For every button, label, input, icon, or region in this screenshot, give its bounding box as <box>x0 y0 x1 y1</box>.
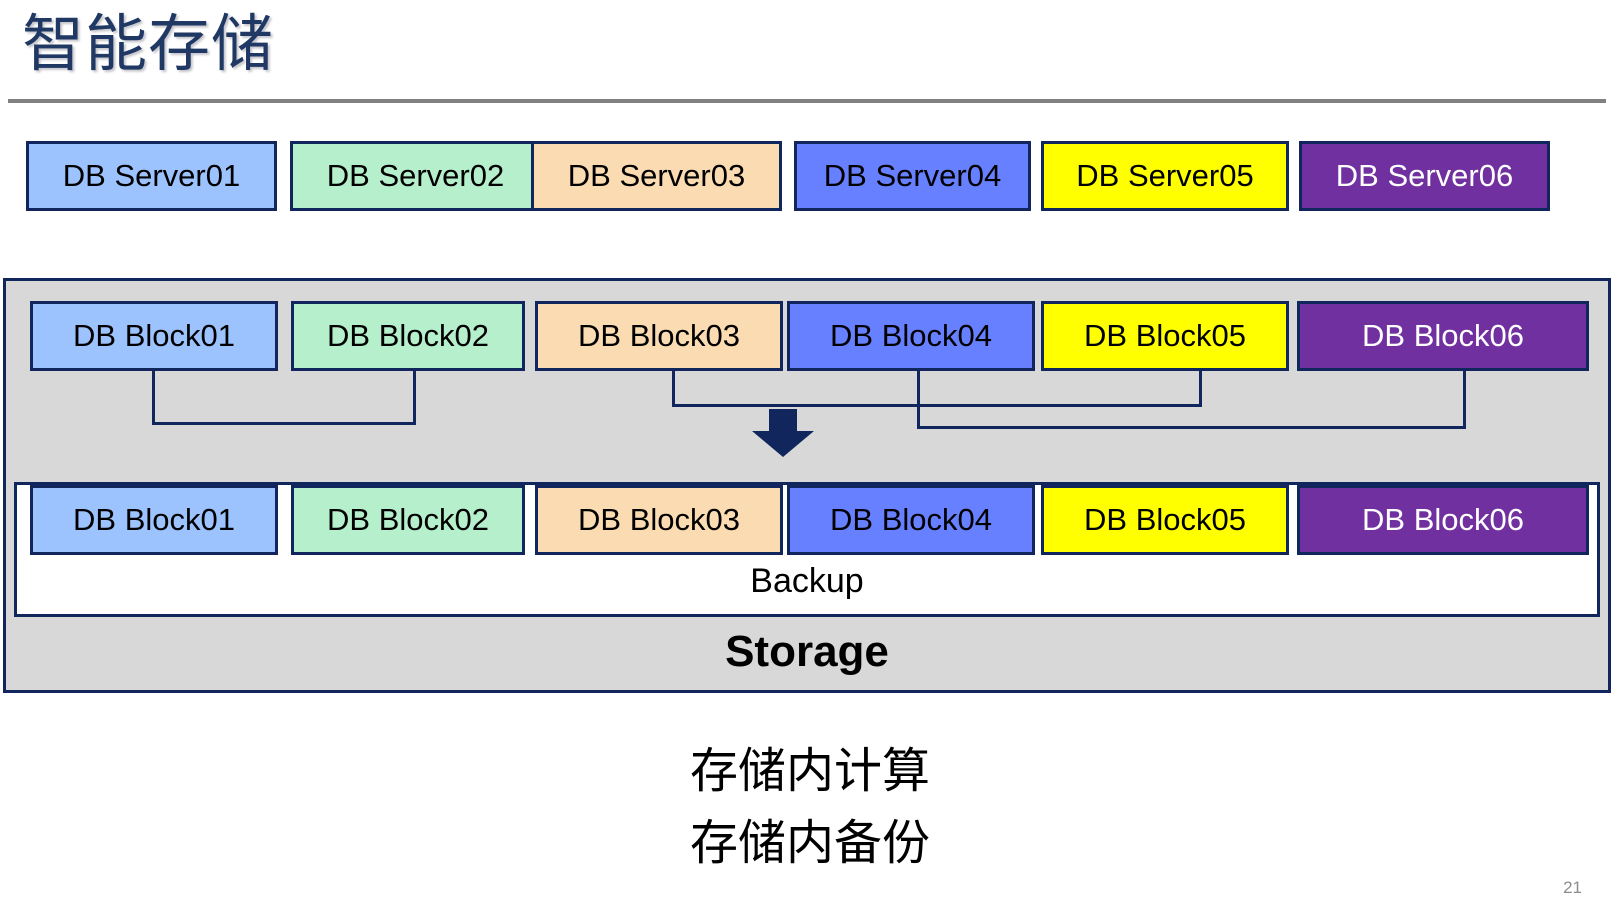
db-block-box-1[interactable]: DB Block01 <box>30 301 278 371</box>
caption-block: 存储内计算 存储内备份 <box>0 736 1620 880</box>
db-server-box-2[interactable]: DB Server02 <box>290 141 541 211</box>
bracket-block04-block06 <box>917 371 1466 429</box>
page-title: 智能存储 <box>22 10 275 79</box>
backup-block-box-3[interactable]: DB Block03 <box>535 485 783 555</box>
backup-block-box-2[interactable]: DB Block02 <box>291 485 525 555</box>
page-number: 21 <box>1563 878 1582 897</box>
db-block-box-4[interactable]: DB Block04 <box>787 301 1035 371</box>
db-block-box-5[interactable]: DB Block05 <box>1041 301 1289 371</box>
storage-label: Storage <box>725 627 889 676</box>
caption-line-2: 存储内备份 <box>689 817 930 870</box>
backup-block-box-4[interactable]: DB Block04 <box>787 485 1035 555</box>
backup-block-box-5[interactable]: DB Block05 <box>1041 485 1289 555</box>
db-server-box-6[interactable]: DB Server06 <box>1299 141 1550 211</box>
down-arrow-icon <box>752 409 814 457</box>
bracket-block01-block02 <box>152 371 416 425</box>
title-divider <box>8 99 1606 103</box>
backup-block-box-1[interactable]: DB Block01 <box>30 485 278 555</box>
db-server-box-4[interactable]: DB Server04 <box>794 141 1031 211</box>
db-block-box-2[interactable]: DB Block02 <box>291 301 525 371</box>
db-block-box-3[interactable]: DB Block03 <box>535 301 783 371</box>
db-block-box-6[interactable]: DB Block06 <box>1297 301 1589 371</box>
backup-label: Backup <box>750 562 864 600</box>
db-server-box-3[interactable]: DB Server03 <box>531 141 782 211</box>
caption-line-1: 存储内计算 <box>689 745 930 798</box>
backup-block-box-6[interactable]: DB Block06 <box>1297 485 1589 555</box>
bracket-block03-block05 <box>672 371 1202 407</box>
db-server-box-1[interactable]: DB Server01 <box>26 141 277 211</box>
db-server-box-5[interactable]: DB Server05 <box>1041 141 1289 211</box>
